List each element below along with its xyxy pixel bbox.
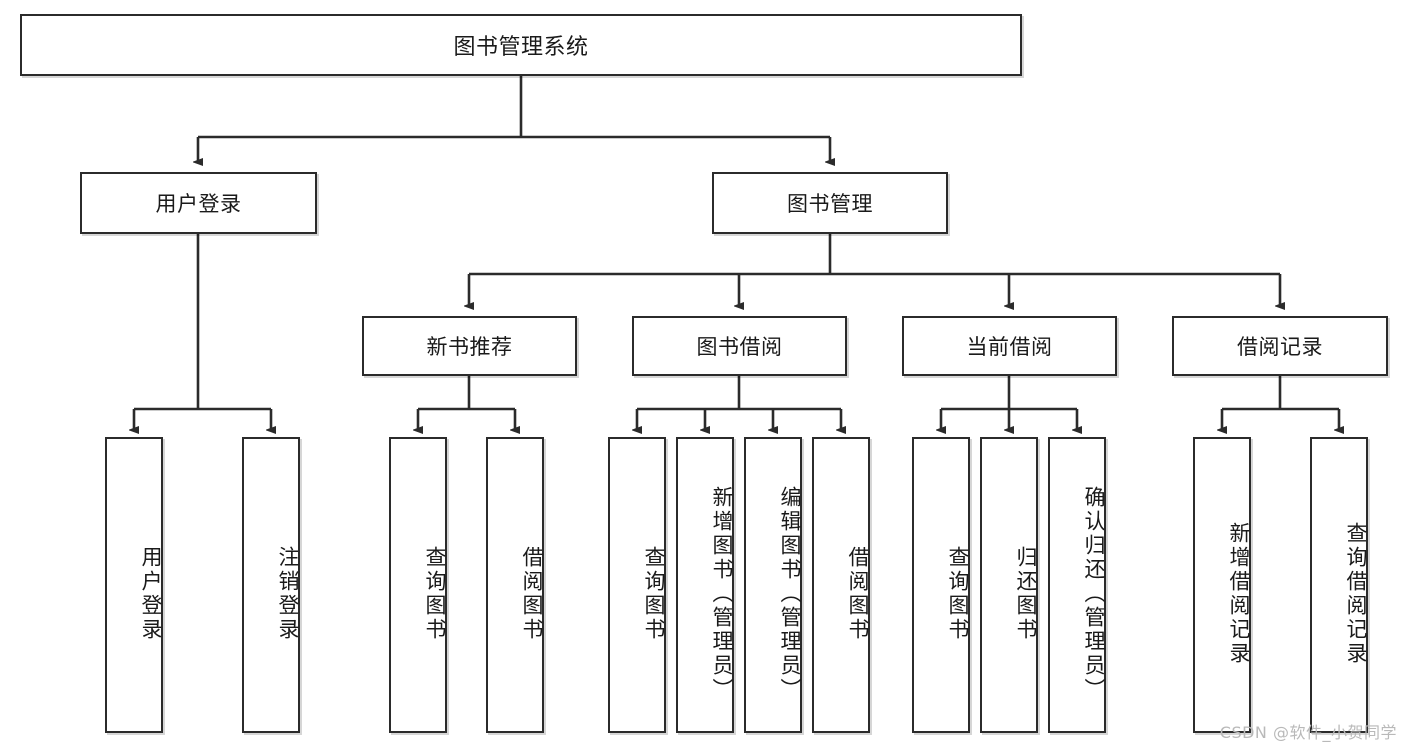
node-user-login[interactable]: 用户登录 [80, 172, 317, 234]
node-label: 图书管理系统 [453, 35, 589, 60]
leaf-borrow-record-query-record[interactable]: 查询借阅记录 [1310, 437, 1368, 733]
leaf-borrow-record-add-record[interactable]: 新增借阅记录 [1193, 437, 1251, 733]
node-label: 图书借阅 [696, 335, 783, 359]
leaf-user-login-logout[interactable]: 注销登录 [242, 437, 300, 733]
leaf-book-borrow-query-book[interactable]: 查询图书 [608, 437, 666, 733]
leaf-current-borrow-query-book[interactable]: 查询图书 [912, 437, 970, 733]
leaf-book-borrow-borrow-book[interactable]: 借阅图书 [812, 437, 870, 733]
node-label: 注销登录 [276, 546, 300, 642]
node-new-book-recommend[interactable]: 新书推荐 [362, 316, 577, 376]
node-label: 新增借阅记录 [1227, 522, 1251, 666]
leaf-new-book-query-book[interactable]: 查询图书 [389, 437, 447, 733]
leaf-user-login-login[interactable]: 用户登录 [105, 437, 163, 733]
node-label: 新书推荐 [426, 335, 513, 359]
node-label: 编辑图书（管理员） [778, 486, 802, 702]
node-label: 查询图书 [946, 546, 970, 642]
node-label: 借阅图书 [520, 546, 544, 642]
node-label: 借阅图书 [846, 546, 870, 642]
node-label: 归还图书 [1014, 546, 1038, 642]
node-label: 查询图书 [642, 546, 666, 642]
node-label: 新增图书（管理员） [710, 486, 734, 702]
node-label: 图书管理 [787, 192, 873, 216]
node-label: 用户登录 [139, 546, 163, 642]
node-label: 查询图书 [423, 546, 447, 642]
node-borrow-record[interactable]: 借阅记录 [1172, 316, 1388, 376]
node-label: 当前借阅 [966, 335, 1053, 359]
node-label: 用户登录 [155, 192, 242, 216]
csdn-watermark: CSDN @软件_小贺同学 [1219, 723, 1397, 742]
node-book-management[interactable]: 图书管理 [712, 172, 948, 234]
leaf-book-borrow-add-book-admin[interactable]: 新增图书（管理员） [676, 437, 734, 733]
leaf-current-borrow-return-book[interactable]: 归还图书 [980, 437, 1038, 733]
leaf-current-borrow-confirm-return-admin[interactable]: 确认归还（管理员） [1048, 437, 1106, 733]
node-root-book-management-system[interactable]: 图书管理系统 [20, 14, 1022, 76]
leaf-new-book-borrow-book[interactable]: 借阅图书 [486, 437, 544, 733]
leaf-book-borrow-edit-book-admin[interactable]: 编辑图书（管理员） [744, 437, 802, 733]
node-label: 确认归还（管理员） [1082, 486, 1106, 702]
node-label: 借阅记录 [1237, 335, 1323, 359]
node-label: 查询借阅记录 [1344, 522, 1368, 666]
node-book-borrow[interactable]: 图书借阅 [632, 316, 847, 376]
node-current-borrow[interactable]: 当前借阅 [902, 316, 1117, 376]
